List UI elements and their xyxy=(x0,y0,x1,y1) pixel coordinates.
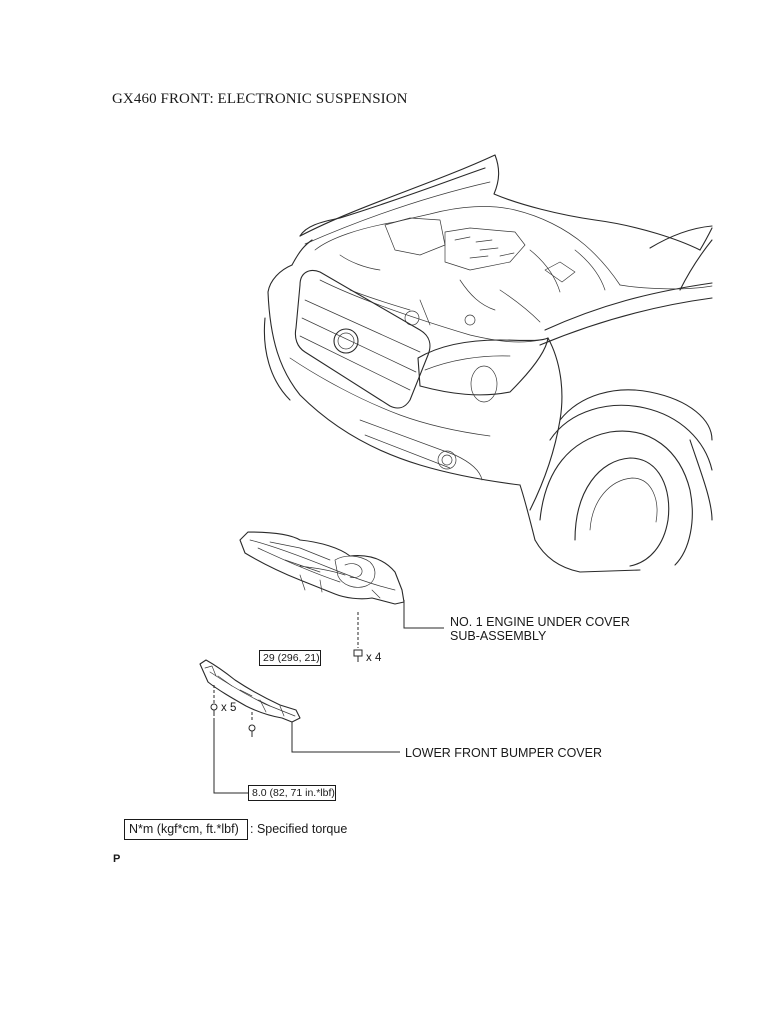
lower-bumper-cover-label: LOWER FRONT BUMPER COVER xyxy=(405,746,603,760)
engine-cover-torque-box: 29 (296, 21) xyxy=(259,650,321,666)
engine-under-cover-label-line1: NO. 1 ENGINE UNDER COVER xyxy=(450,615,630,629)
lower-bumper-cover-illustration xyxy=(199,659,400,794)
torque-legend-description: : Specified torque xyxy=(250,822,348,836)
vehicle-front-illustration xyxy=(263,154,713,573)
bumper-fastener-quantity: x 5 xyxy=(221,702,237,714)
engine-under-cover-illustration xyxy=(239,531,444,662)
engine-cover-quantity: x 4 xyxy=(366,652,382,664)
bumper-torque-box: 8.0 (82, 71 in.*lbf) xyxy=(248,785,336,801)
footer-mark: P xyxy=(113,853,121,865)
page-title: GX460 FRONT: ELECTRONIC SUSPENSION xyxy=(112,91,408,107)
torque-unit-legend-box: N*m (kgf*cm, ft.*lbf) xyxy=(124,819,248,840)
engine-under-cover-label-line2: SUB-ASSEMBLY xyxy=(450,629,547,643)
